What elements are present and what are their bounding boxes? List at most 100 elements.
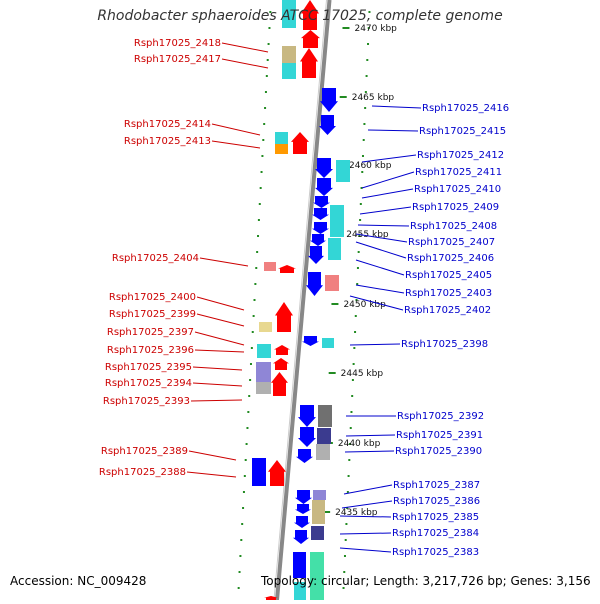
reverse-cds-box	[310, 552, 324, 600]
scale-tick-label: 2465 kbp	[352, 93, 395, 103]
reverse-gene-arrow	[315, 178, 333, 196]
left-gene-label: Rsph17025_2397	[107, 327, 194, 338]
left-label-leader	[194, 349, 245, 353]
reverse-gene-arrow	[320, 88, 338, 112]
reverse-cds-box	[316, 444, 330, 460]
reverse-gene-arrow	[308, 246, 324, 264]
right-gene-label: Rsph17025_2387	[393, 480, 480, 491]
forward-cds-box	[264, 262, 276, 271]
left-label-leader	[192, 382, 243, 387]
right-label-leader	[371, 105, 422, 109]
right-gene-label: Rsph17025_2416	[422, 103, 509, 114]
forward-cds-box	[256, 382, 271, 394]
scale-tick-label: 2470 kbp	[354, 24, 397, 34]
reverse-gene-arrow	[293, 552, 306, 578]
forward-gene-arrow	[274, 345, 290, 355]
left-gene-label: Rsph17025_2404	[112, 253, 199, 264]
right-label-leader	[361, 188, 414, 199]
right-label-leader	[349, 343, 401, 346]
reverse-gene-arrow	[296, 449, 313, 463]
left-gene-label: Rsph17025_2395	[105, 362, 192, 373]
reverse-gene-arrow	[293, 530, 309, 544]
right-gene-label: Rsph17025_2405	[405, 270, 492, 281]
reverse-gene-arrow	[319, 115, 336, 135]
reverse-cds-box	[325, 275, 339, 291]
forward-gene-arrow	[291, 132, 309, 154]
left-gene-label: Rsph17025_2389	[101, 446, 188, 457]
forward-cds-box	[259, 322, 272, 332]
reverse-gene-arrow	[298, 405, 316, 427]
right-label-leader	[361, 154, 417, 163]
right-label-leader	[357, 224, 410, 227]
forward-gene-arrow	[268, 460, 286, 486]
right-gene-label: Rsph17025_2409	[412, 202, 499, 213]
right-label-leader	[339, 532, 392, 535]
right-label-leader	[367, 129, 419, 132]
left-label-leader	[188, 450, 237, 461]
reverse-cds-box	[317, 428, 331, 444]
right-label-leader	[339, 547, 392, 553]
reverse-gene-arrow	[312, 208, 329, 220]
genome-backbone	[275, 0, 332, 601]
left-label-leader	[194, 331, 245, 346]
reverse-cds-box	[330, 205, 344, 237]
right-gene-label: Rsph17025_2402	[404, 305, 491, 316]
reverse-gene-arrow	[310, 234, 326, 246]
scale-tick-label: 2455 kbp	[346, 230, 389, 240]
reverse-cds-box	[336, 160, 350, 182]
left-label-leader	[221, 58, 269, 69]
right-gene-label: Rsph17025_2390	[395, 446, 482, 457]
forward-cds-box	[252, 458, 266, 486]
right-label-leader	[343, 484, 393, 495]
left-label-leader	[190, 399, 243, 402]
accession-label: Accession: NC_009428	[10, 574, 147, 588]
right-gene-label: Rsph17025_2408	[410, 221, 497, 232]
right-gene-label: Rsph17025_2386	[393, 496, 480, 507]
right-gene-label: Rsph17025_2384	[392, 528, 479, 539]
right-gene-label: Rsph17025_2412	[417, 150, 504, 161]
reverse-gene-arrow	[295, 490, 312, 504]
left-label-leader	[196, 296, 245, 311]
reverse-cds-box	[318, 405, 332, 427]
reverse-gene-arrow	[312, 222, 329, 234]
forward-gene-arrow	[271, 372, 288, 396]
forward-gene-arrow	[278, 265, 296, 273]
scale-tick-label: 2435 kbp	[335, 508, 378, 518]
left-gene-label: Rsph17025_2413	[124, 136, 211, 147]
forward-cds-box	[282, 63, 296, 79]
right-gene-label: Rsph17025_2391	[396, 430, 483, 441]
right-gene-label: Rsph17025_2383	[392, 547, 479, 558]
right-gene-label: Rsph17025_2406	[407, 253, 494, 264]
left-label-leader	[211, 123, 261, 136]
right-gene-label: Rsph17025_2411	[415, 167, 502, 178]
left-label-leader	[196, 313, 245, 327]
right-label-leader	[355, 241, 407, 259]
right-label-leader	[355, 233, 408, 243]
scale-tick-label: 2445 kbp	[341, 369, 384, 379]
right-label-leader	[345, 434, 396, 437]
left-label-leader	[186, 471, 237, 478]
topology-label: Topology: circular; Length: 3,217,726 bp…	[261, 574, 591, 588]
map-title: Rhodobacter sphaeroides ATCC 17025, comp…	[97, 8, 503, 24]
scale-tick-label: 2460 kbp	[349, 161, 392, 171]
reverse-gene-arrow	[298, 427, 316, 447]
reverse-cds-box	[328, 238, 341, 260]
right-label-leader	[361, 171, 415, 189]
left-gene-label: Rsph17025_2418	[134, 38, 221, 49]
right-label-leader	[359, 206, 412, 215]
left-gene-label: Rsph17025_2396	[107, 345, 194, 356]
left-label-leader	[199, 257, 249, 267]
left-gene-label: Rsph17025_2400	[109, 292, 196, 303]
left-label-leader	[192, 366, 243, 371]
forward-cds-box	[275, 132, 288, 144]
right-label-leader	[355, 284, 405, 294]
forward-cds-box	[275, 144, 288, 154]
right-gene-label: Rsph17025_2392	[397, 411, 484, 422]
forward-cds-box	[256, 362, 271, 382]
left-gene-label: Rsph17025_2414	[124, 119, 211, 130]
scale-tick-label: 2450 kbp	[343, 300, 386, 310]
reverse-cds-box	[294, 582, 306, 600]
forward-cds-box	[257, 344, 271, 358]
reverse-gene-arrow	[306, 272, 323, 296]
